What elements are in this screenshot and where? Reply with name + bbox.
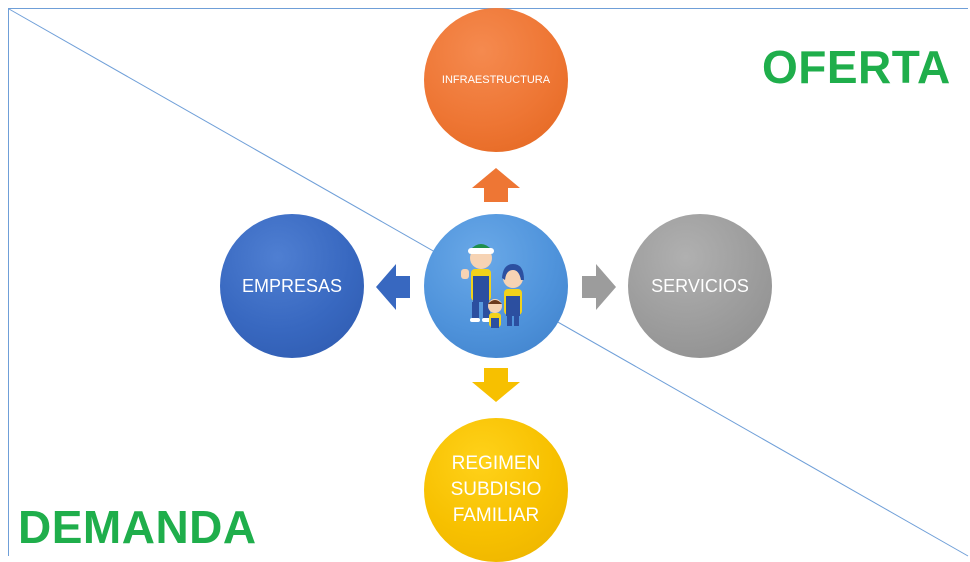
family-mascot-icon <box>461 244 524 328</box>
oferta-label: OFERTA <box>762 41 951 93</box>
node-infraestructura: INFRAESTRUCTURA <box>424 8 568 152</box>
node-regimen-subsidio-familiar: REGIMEN SUBDISIO FAMILIAR <box>424 418 568 562</box>
arrow-right-icon <box>582 264 616 310</box>
arrow-left-icon <box>376 264 410 310</box>
node-empresas-label: EMPRESAS <box>241 275 343 296</box>
node-infraestructura-label: INFRAESTRUCTURA <box>441 74 551 86</box>
node-center <box>424 214 568 358</box>
node-servicios-label: SERVICIOS <box>651 275 749 296</box>
node-bottom-line-3: FAMILIAR <box>452 505 540 526</box>
arrow-up-icon <box>472 168 520 202</box>
node-bottom-line-2: SUBDISIO <box>450 479 542 500</box>
node-empresas: EMPRESAS <box>220 214 364 358</box>
arrow-down-icon <box>472 368 520 402</box>
node-bottom-line-1: REGIMEN <box>451 453 541 474</box>
demanda-label: DEMANDA <box>18 501 257 553</box>
node-servicios: SERVICIOS <box>628 214 772 358</box>
